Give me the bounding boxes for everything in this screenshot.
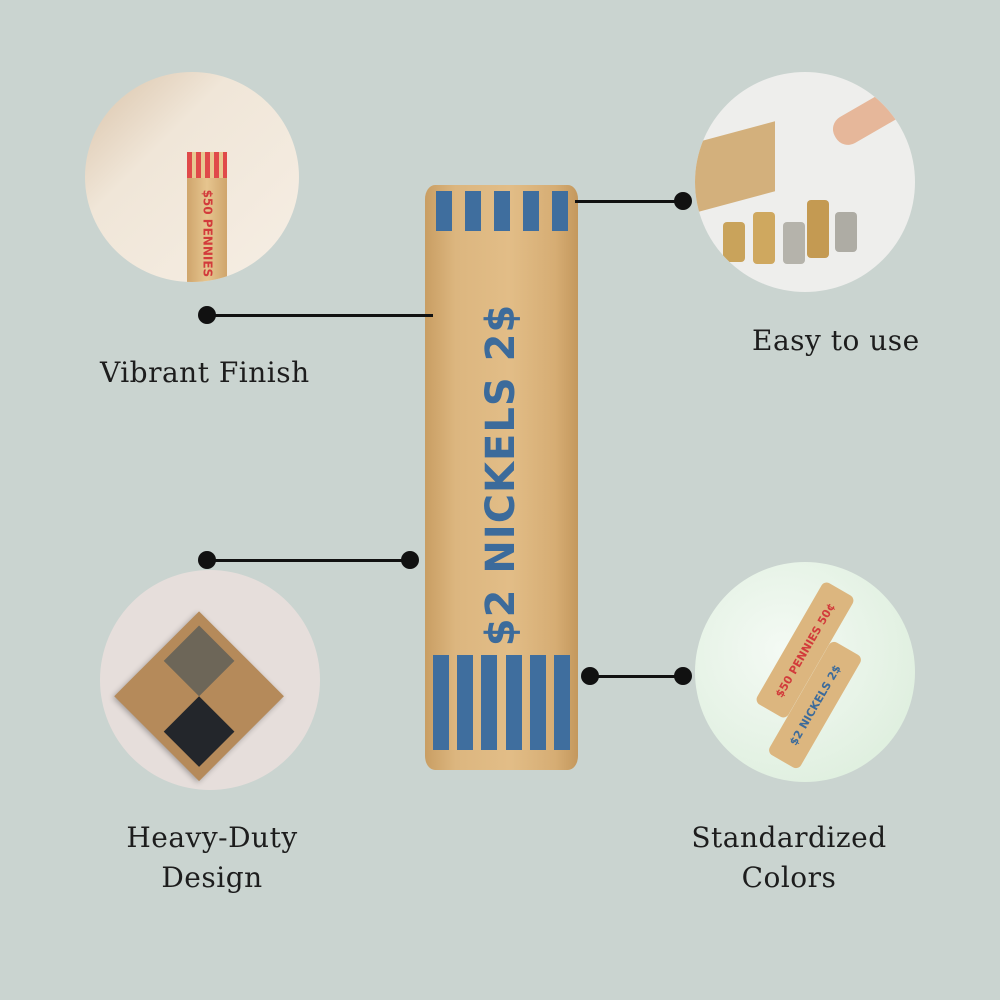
connector-standardized-colors	[590, 675, 683, 678]
coin-stack	[723, 222, 745, 262]
feature-label-vibrant-finish: Vibrant Finish	[100, 356, 310, 389]
coin-tray	[695, 121, 775, 213]
standardized-colors-photo: $50 PENNIES 50¢ $2 NICKELS 2$	[695, 562, 915, 782]
connector-dot	[198, 306, 216, 324]
connector-dot	[674, 192, 692, 210]
coin-stack	[835, 212, 857, 252]
feature-label-easy-to-use: Easy to use	[752, 324, 920, 357]
heavy-duty-design-photo	[100, 570, 320, 790]
tube-bottom-stripes	[425, 655, 578, 750]
pennies-roll: $50 PENNIES 50¢	[187, 152, 227, 282]
hand-with-roll	[827, 84, 913, 150]
coin-wrapper-tube: $2 NICKELS 2$	[425, 185, 578, 770]
connector-dot	[581, 667, 599, 685]
coin-stack	[783, 222, 805, 264]
connector-dot	[401, 551, 419, 569]
tube-label: $2 NICKELS 2$	[478, 303, 524, 647]
coin-stack	[807, 200, 829, 258]
feature-label-heavy-duty-design: Heavy-Duty Design	[126, 821, 298, 894]
coin-stack	[753, 212, 775, 264]
connector-dot	[674, 667, 692, 685]
tube-top-stripes	[425, 191, 578, 231]
vibrant-finish-photo: $50 PENNIES 50¢	[85, 72, 299, 282]
pennies-roll-text: $50 PENNIES 50¢	[200, 189, 214, 282]
feature-label-standardized-colors: Standardized Colors	[691, 821, 887, 894]
connector-vibrant-finish	[207, 314, 433, 317]
easy-to-use-photo	[695, 72, 915, 292]
connector-heavy-duty	[207, 559, 410, 562]
connector-dot	[198, 551, 216, 569]
connector-easy-to-use	[575, 200, 683, 203]
envelope	[114, 611, 284, 782]
